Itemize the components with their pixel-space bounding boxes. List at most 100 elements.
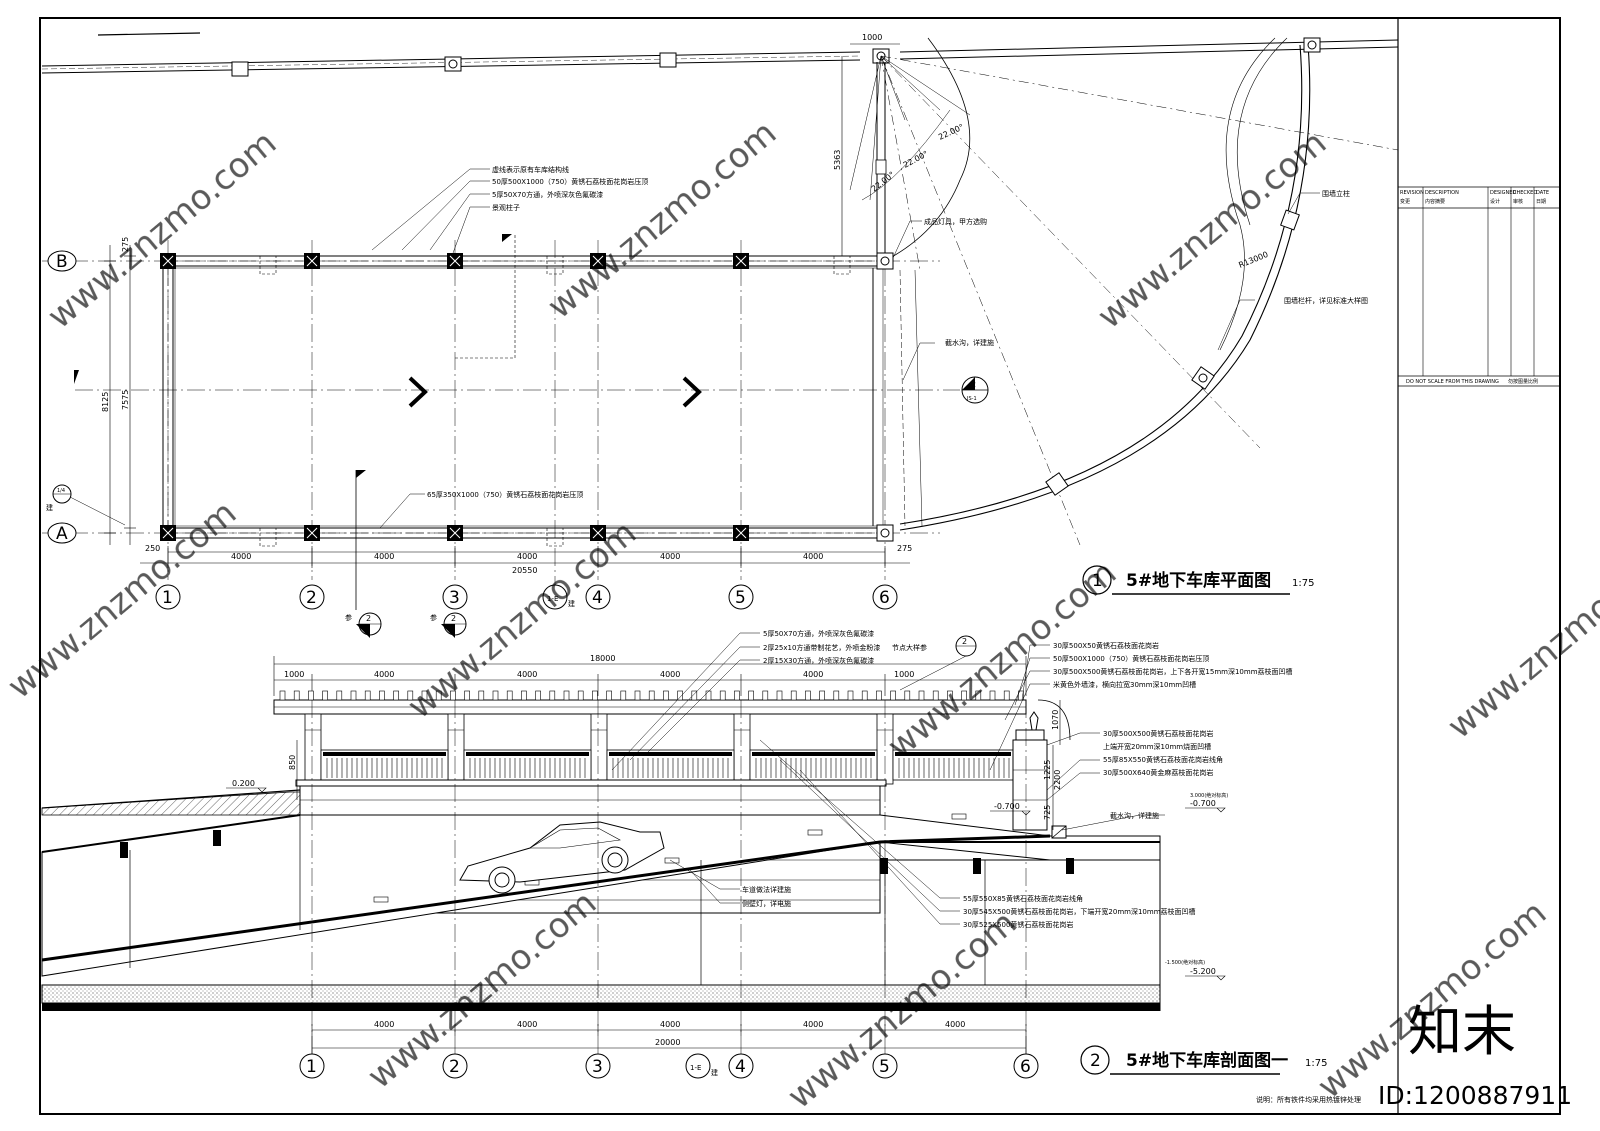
rafter-end xyxy=(464,690,470,701)
sec-bot-dim-2: 4000 xyxy=(517,1020,537,1029)
rafter-end xyxy=(592,690,598,701)
watermark-logo: 知末 xyxy=(1408,1000,1516,1063)
detail-mark-1: 参 2 xyxy=(345,612,382,638)
car-icon xyxy=(459,821,665,894)
rafter-end xyxy=(947,690,953,701)
rafter-end xyxy=(336,690,343,701)
tb-header-designed-cn: 设计 xyxy=(1490,198,1500,205)
plan-axis-4: 4 xyxy=(592,588,603,608)
sec-note-right-5: 30厚500X500黄锈石荔枝面花岗岩 xyxy=(1103,729,1213,738)
rafter-end xyxy=(1003,690,1010,701)
plan-note-2: 50厚500X1000（750）黄锈石荔枝面花岗岩压顶 xyxy=(492,177,648,186)
sec-note-right-2: 50厚500X1000（750）黄锈石荔枝面花岗岩压顶 xyxy=(1053,654,1209,663)
rafter-end xyxy=(293,690,300,701)
dim-5363: 5363 xyxy=(833,150,842,170)
tb-header-description-cn: 内容摘要 xyxy=(1425,198,1445,205)
tb-header-checked: CHECKED xyxy=(1513,190,1537,196)
rafter-end xyxy=(350,690,357,701)
plan-title: 1 5#地下车库平面图 1:75 xyxy=(1082,565,1314,595)
plan-axis-2: 2 xyxy=(306,588,317,608)
svg-text:1:75: 1:75 xyxy=(1305,1058,1327,1069)
sec-axis-5: 5 xyxy=(879,1057,890,1077)
rafter-end xyxy=(407,690,414,701)
detail-mark-2: 参 2 xyxy=(430,612,467,638)
sec-top-dim-3: 4000 xyxy=(517,670,537,679)
watermark-id: ID:1200887911 xyxy=(1378,1081,1572,1110)
rafter-end xyxy=(563,690,570,701)
axis-bubble-b: B xyxy=(47,250,77,272)
svg-text:5#地下车库剖面图一: 5#地下车库剖面图一 xyxy=(1126,1050,1288,1071)
rafter-end xyxy=(932,690,939,701)
section-mark-number: 2 xyxy=(971,380,976,389)
sec-note-right-1: 30厚500X50黄锈石荔枝面花岗岩 xyxy=(1053,641,1159,650)
rafter-end xyxy=(308,690,314,701)
sec-note-top-2: 2厚25x10方通带制花艺，外喷金粉漆 xyxy=(763,643,880,652)
rafter-end xyxy=(521,690,527,701)
dim-bay-4: 4000 xyxy=(660,552,680,561)
height-725: 725 xyxy=(1043,805,1052,820)
dim-total-plan: 20550 xyxy=(512,566,537,575)
dim-250-left: 250 xyxy=(145,544,160,553)
svg-text:节点大样参: 节点大样参 xyxy=(892,643,927,652)
tb-scale-note: DO NOT SCALE FROM THIS DRAWING xyxy=(1406,379,1499,385)
dim-1000-top: 1000 xyxy=(862,33,882,42)
tb-header-description: DESCRIPTION xyxy=(1425,190,1459,196)
rafter-end xyxy=(861,690,868,701)
rafter-end xyxy=(279,690,286,701)
rafter-end xyxy=(492,690,499,701)
section-title: 2 5#地下车库剖面图一 1:75 xyxy=(1080,1045,1327,1075)
sec-note-right-6: 上端开宽20mm深10mm烧面凹槽 xyxy=(1103,742,1211,751)
plan-note-4: 景观柱子 xyxy=(492,203,520,212)
rafter-end xyxy=(805,690,811,701)
plan-axis-3: 3 xyxy=(449,588,460,608)
svg-text:1: 1 xyxy=(1092,571,1103,591)
plan-note-5: 65厚350X1000（750）黄锈石荔枝面花岗岩压顶 xyxy=(427,490,583,499)
section-mark-ref: JS-1 xyxy=(966,396,977,402)
rafter-end xyxy=(762,690,769,701)
section-mark-plan: 2 JS-1 xyxy=(961,376,989,404)
svg-text:2: 2 xyxy=(451,614,456,623)
svg-text:参: 参 xyxy=(430,613,437,622)
rafter-end xyxy=(506,690,513,701)
rafter-end xyxy=(989,690,996,701)
sec-note-right-3: 30厚500X500黄锈石荔枝面花岗岩，上下各开宽15mm深10mm荔枝面凹槽 xyxy=(1053,667,1293,676)
rafter-end xyxy=(364,690,371,701)
svg-text:2: 2 xyxy=(1090,1051,1101,1071)
svg-text:www.znzmo.com: www.znzmo.com xyxy=(540,113,784,327)
footer-note: 说明：所有铁件均采用热镀锌处理 xyxy=(1256,1095,1361,1104)
sec-note-top-1: 5厚50X70方通，外喷深灰色氟碳漆 xyxy=(763,629,874,638)
sheet-border xyxy=(39,17,1561,1115)
rafter-end xyxy=(634,690,641,701)
tb-header-checked-cn: 审核 xyxy=(1513,198,1523,205)
rafter-end xyxy=(890,690,896,701)
height-2200: 2200 xyxy=(1053,770,1062,790)
svg-text:1:75: 1:75 xyxy=(1292,578,1314,589)
end-pillar xyxy=(1012,739,1048,831)
sec-note-top-3: 2厚15X30方通，外喷深灰色氟碳漆 xyxy=(763,656,874,665)
rafter-end xyxy=(833,690,840,701)
sec-top-dim-2: 4000 xyxy=(374,670,394,679)
plan-axis-6: 6 xyxy=(879,588,890,608)
rafter-end xyxy=(478,690,485,701)
rafter-end xyxy=(961,690,967,701)
level-minus-0700-b: -0.700 xyxy=(1190,799,1216,808)
height-1070: 1070 xyxy=(1051,710,1060,730)
rafter-end xyxy=(663,690,669,701)
svg-text:参: 参 xyxy=(345,613,352,622)
angle-2: 22.00° xyxy=(902,149,930,170)
plan-axis-extra: 1-E xyxy=(547,595,558,603)
sec-axis-4: 4 xyxy=(735,1057,746,1077)
wall-post xyxy=(231,61,249,77)
sec-note-right-9: 截水沟，详建施 xyxy=(1110,811,1159,820)
height-850: 850 xyxy=(288,755,297,770)
sec-top-dim-6: 1000 xyxy=(894,670,914,679)
svg-text:A: A xyxy=(56,524,68,544)
sec-note-bottom-1: 55厚550X85黄锈石荔枝面花岗岩线角 xyxy=(963,894,1083,903)
tb-header-date: DATE xyxy=(1536,190,1549,196)
rafter-end xyxy=(719,690,726,701)
dim-8125: 8125 xyxy=(101,392,110,412)
plan-note-8: 围墙立柱 xyxy=(1322,189,1350,198)
sec-note-right-7: 55厚85X550黄锈石荔枝面花岗岩线角 xyxy=(1103,755,1223,764)
rafter-end xyxy=(379,690,385,701)
